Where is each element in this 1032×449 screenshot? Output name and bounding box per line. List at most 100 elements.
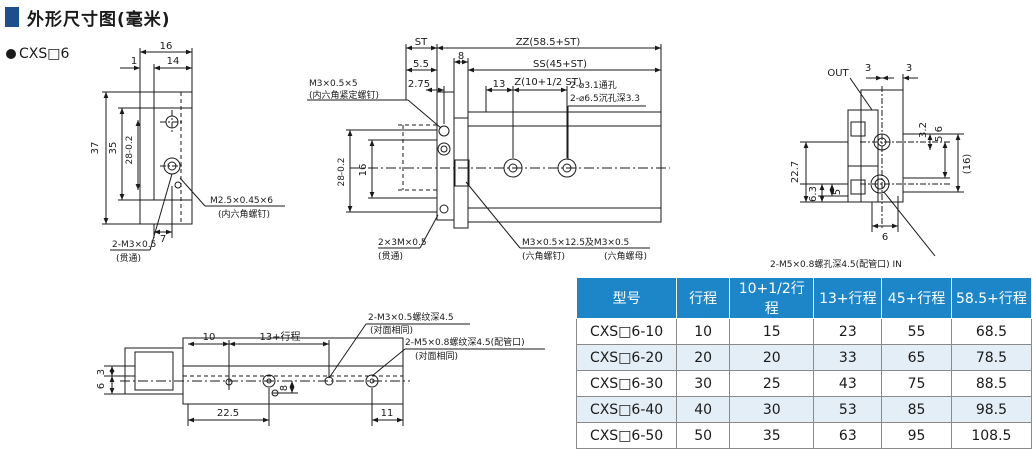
- cell-13: 63: [813, 422, 883, 449]
- table-header-row: 型号 行程 10+1/2行程 13+行程 45+行程 58.5+行程: [575, 277, 1032, 319]
- cell-z: 35: [729, 422, 815, 449]
- callout-l1: 2-M3×0.5螺纹深4.5: [368, 311, 454, 323]
- cell-stroke: 10: [676, 318, 731, 345]
- cell-13: 53: [813, 396, 883, 423]
- dim-6: 6: [882, 232, 888, 243]
- callout-l1-note: (对面相同): [370, 324, 413, 336]
- cell-model: CXS□6-40: [575, 396, 678, 423]
- cell-13: 33: [813, 344, 883, 371]
- callout-hole1: 2-⌀3.1通孔: [570, 80, 617, 91]
- cell-45: 55: [881, 318, 952, 345]
- cell-stroke: 20: [676, 344, 731, 371]
- dim-28-side: 28-0.2: [337, 157, 347, 186]
- section-header: 外形尺寸图(毫米): [5, 4, 171, 30]
- dim-1: 1: [131, 56, 137, 67]
- cell-45: 75: [881, 370, 952, 397]
- model-label: CXS□6: [6, 46, 69, 62]
- callout-hole2: 2-⌀6.5沉孔深3.3: [570, 93, 640, 104]
- callout-screw-note2: (六角螺母): [604, 250, 647, 262]
- bottom-view: [104, 323, 545, 426]
- header-13: 13+行程: [813, 277, 883, 319]
- side-view-labels: ST ZZ(58.5+ST) 5.5 8 SS(45+ST) 2.75 13 Z…: [309, 37, 647, 262]
- dim-28: 28-0.2: [125, 135, 135, 164]
- right-view: [800, 74, 964, 257]
- dim-16-ref: (16): [962, 154, 973, 175]
- dim-35: 35: [108, 142, 119, 155]
- callout-m3x5-note: (内六角紧定螺钉): [309, 89, 379, 101]
- bottom-view-labels: 10 13+行程 3 6 8 22.5 11 2-M3×0.5螺纹深4.5 (对…: [96, 311, 525, 419]
- dim-16-side: 16: [358, 164, 369, 177]
- table-row: CXS□6-30 30 25 43 75 88.5: [575, 370, 1032, 397]
- callout-m3-note: (贯通): [116, 253, 141, 264]
- front-view: [102, 48, 285, 251]
- dim-2-75: 2.75: [408, 79, 430, 90]
- page-title: 外形尺寸图(毫米): [27, 9, 171, 30]
- cell-13: 43: [813, 370, 883, 397]
- header-45: 45+行程: [881, 277, 952, 319]
- dim-zz: ZZ(58.5+ST): [516, 37, 581, 48]
- header-58: 58.5+行程: [950, 277, 1032, 319]
- cell-z: 30: [729, 396, 815, 423]
- callout-m3b: 2×3M×0.5: [378, 238, 427, 248]
- table-row: CXS□6-20 20 20 33 65 78.5: [575, 344, 1032, 371]
- label-out: OUT: [827, 68, 849, 79]
- dim-5: 5: [832, 189, 843, 195]
- dim-7: 7: [160, 234, 166, 245]
- front-view-labels: 16 1 14 37 35 28-0.2 7 M2.5×0.45×6 (内六角螺…: [90, 41, 273, 264]
- dim-ss: SS(45+ST): [533, 59, 587, 70]
- dim-13: 13: [493, 79, 506, 90]
- cell-45: 65: [881, 344, 952, 371]
- dim-5-5: 5.5: [413, 59, 429, 70]
- table-row: CXS□6-50 50 35 63 95 108.5: [575, 422, 1032, 449]
- cell-58: 108.5: [950, 422, 1032, 449]
- header-marker: [5, 7, 19, 27]
- dim-10: 10: [203, 332, 216, 343]
- callout-m3x5: M3×0.5×5: [309, 79, 358, 89]
- callout-l2-note: (对面相同): [415, 350, 458, 362]
- dim-z: Z(10+1/2 ST): [514, 77, 582, 88]
- cell-model: CXS□6-30: [575, 370, 678, 397]
- dim-16: 16: [160, 41, 173, 52]
- spec-table: 型号 行程 10+1/2行程 13+行程 45+行程 58.5+行程 CXS□6…: [575, 277, 1032, 449]
- cell-45: 95: [881, 422, 952, 449]
- callout-l2: 2-M5×0.8螺纹深4.5(配管口): [405, 336, 525, 348]
- cell-model: CXS□6-20: [575, 344, 678, 371]
- bullet-icon: [6, 49, 16, 59]
- callout-m25: M2.5×0.45×6: [210, 196, 273, 206]
- callout-screw: M3×0.5×12.5及M3×0.5: [522, 237, 629, 248]
- dim-13-stroke: 13+行程: [259, 330, 300, 343]
- callout-m25-note: (内六角螺钉): [218, 208, 270, 220]
- dim-8: 8: [458, 51, 464, 62]
- dim-11: 11: [381, 408, 394, 419]
- cell-13: 23: [813, 318, 883, 345]
- cell-stroke: 50: [676, 422, 731, 449]
- dim-5-6: 5.6: [934, 126, 945, 142]
- side-view: [307, 44, 670, 249]
- model-name: CXS□6: [19, 46, 70, 62]
- cell-model: CXS□6-50: [575, 422, 678, 449]
- right-view-labels: OUT 3 3 3.2 5.6 (16) 22.7 6.3 5 6 2-M5×0…: [770, 63, 973, 270]
- dim-3-bottom: 3: [96, 369, 107, 375]
- header-model: 型号: [575, 277, 678, 319]
- cell-stroke: 40: [676, 396, 731, 423]
- cell-stroke: 30: [676, 370, 731, 397]
- table-row: CXS□6-40 40 30 53 85 98.5: [575, 396, 1032, 423]
- cell-z: 15: [729, 318, 815, 345]
- dim-3-2: 3.2: [918, 122, 929, 138]
- cell-z: 25: [729, 370, 815, 397]
- callout-screw-note1: (六角螺钉): [522, 250, 565, 262]
- cell-58: 68.5: [950, 318, 1032, 345]
- callout-m3: 2-M3×0.5: [112, 240, 156, 250]
- dim-st: ST: [415, 37, 428, 48]
- dim-6-3: 6.3: [808, 186, 819, 202]
- callout-m3b-note: (贯通): [378, 251, 403, 262]
- dim-8-bottom: 8: [279, 385, 290, 391]
- header-stroke: 行程: [676, 277, 731, 319]
- dim-22-7: 22.7: [790, 161, 801, 183]
- cell-58: 98.5: [950, 396, 1032, 423]
- cell-58: 78.5: [950, 344, 1032, 371]
- dim-14: 14: [167, 56, 180, 67]
- header-z: 10+1/2行程: [729, 277, 815, 319]
- dim-37: 37: [90, 142, 101, 155]
